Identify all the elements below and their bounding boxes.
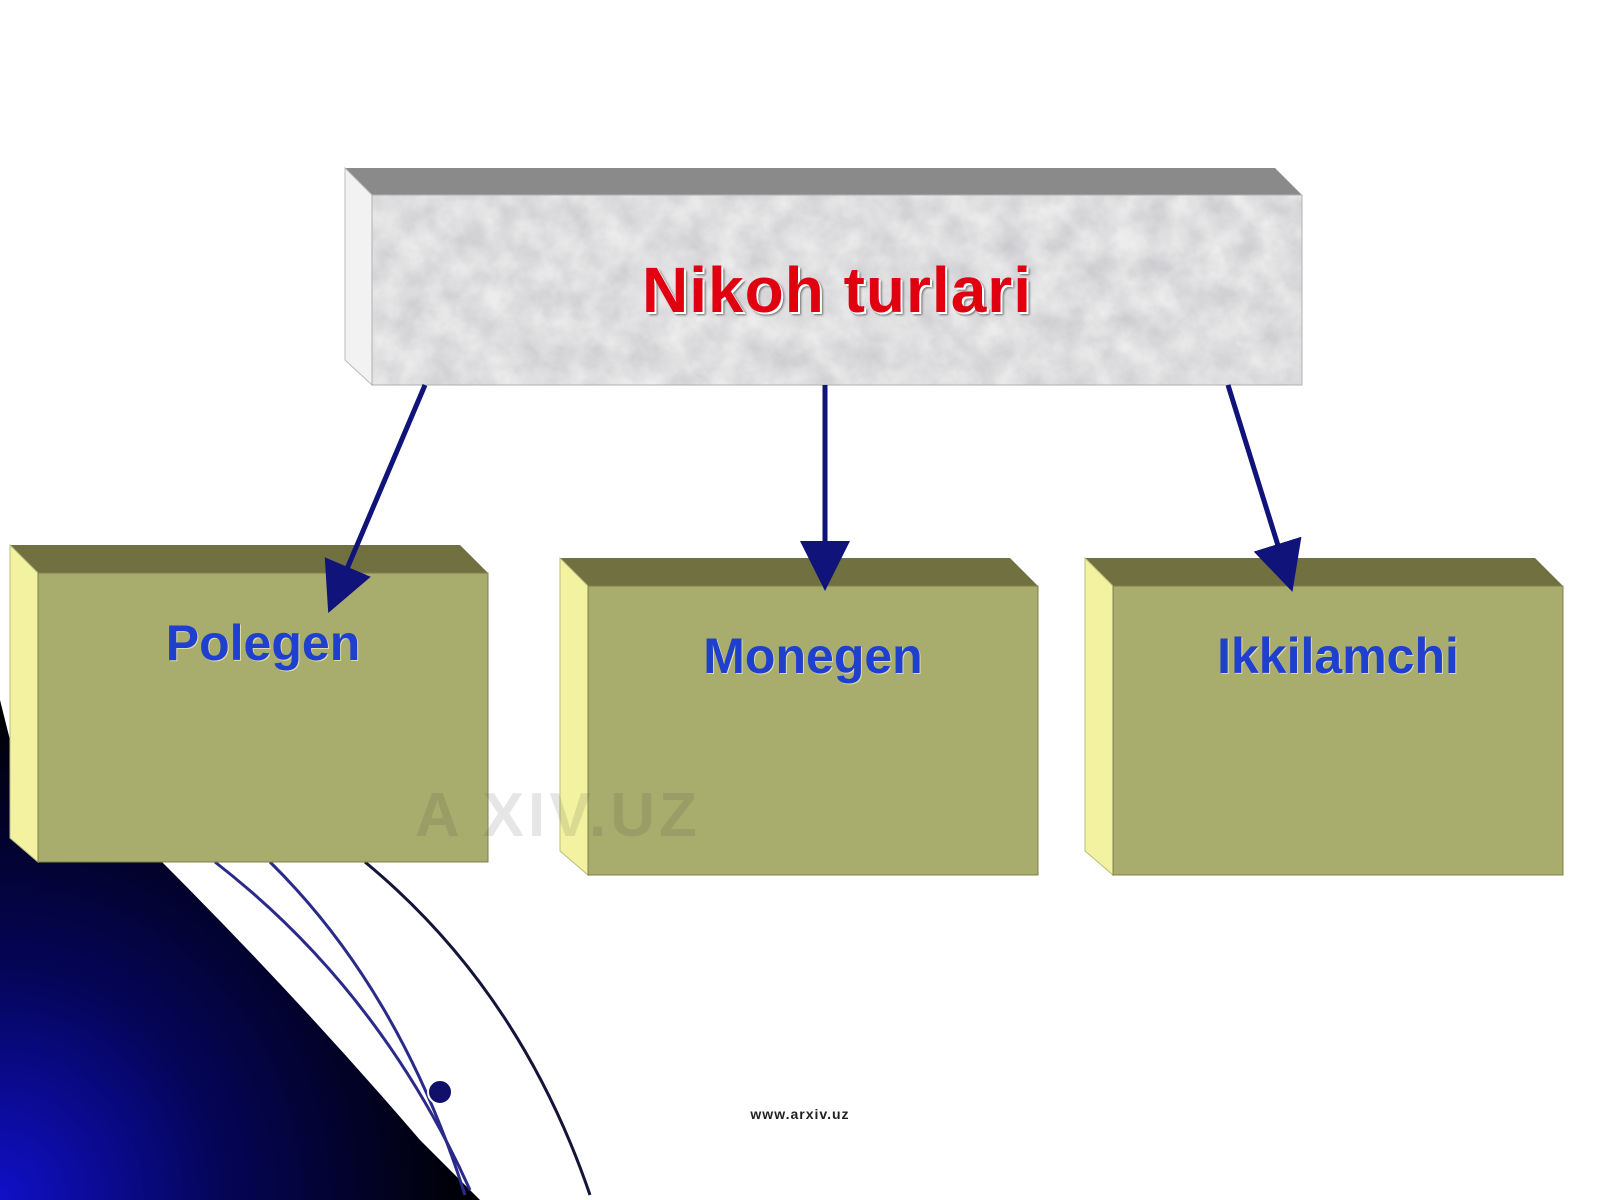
- child-label-monegen: Monegen: [703, 627, 923, 684]
- child-block-polegen: [9, 543, 489, 864]
- corner-decoration: [0, 700, 592, 1200]
- root-block: [344, 166, 1303, 387]
- child-block-monegen: [559, 556, 1039, 877]
- arrow-to-polegen: [324, 384, 428, 614]
- watermark: A XIV.UZ: [415, 781, 701, 850]
- arrow-to-ikkilamchi: [1225, 384, 1302, 592]
- child-block-ikkilamchi: [1084, 556, 1564, 877]
- child-label-ikkilamchi: Ikkilamchi: [1217, 627, 1459, 684]
- child-label-polegen: Polegen: [165, 614, 361, 671]
- root-title: Nikoh turlari: [642, 254, 1032, 326]
- footer-url: www.arxiv.uz: [750, 1106, 850, 1122]
